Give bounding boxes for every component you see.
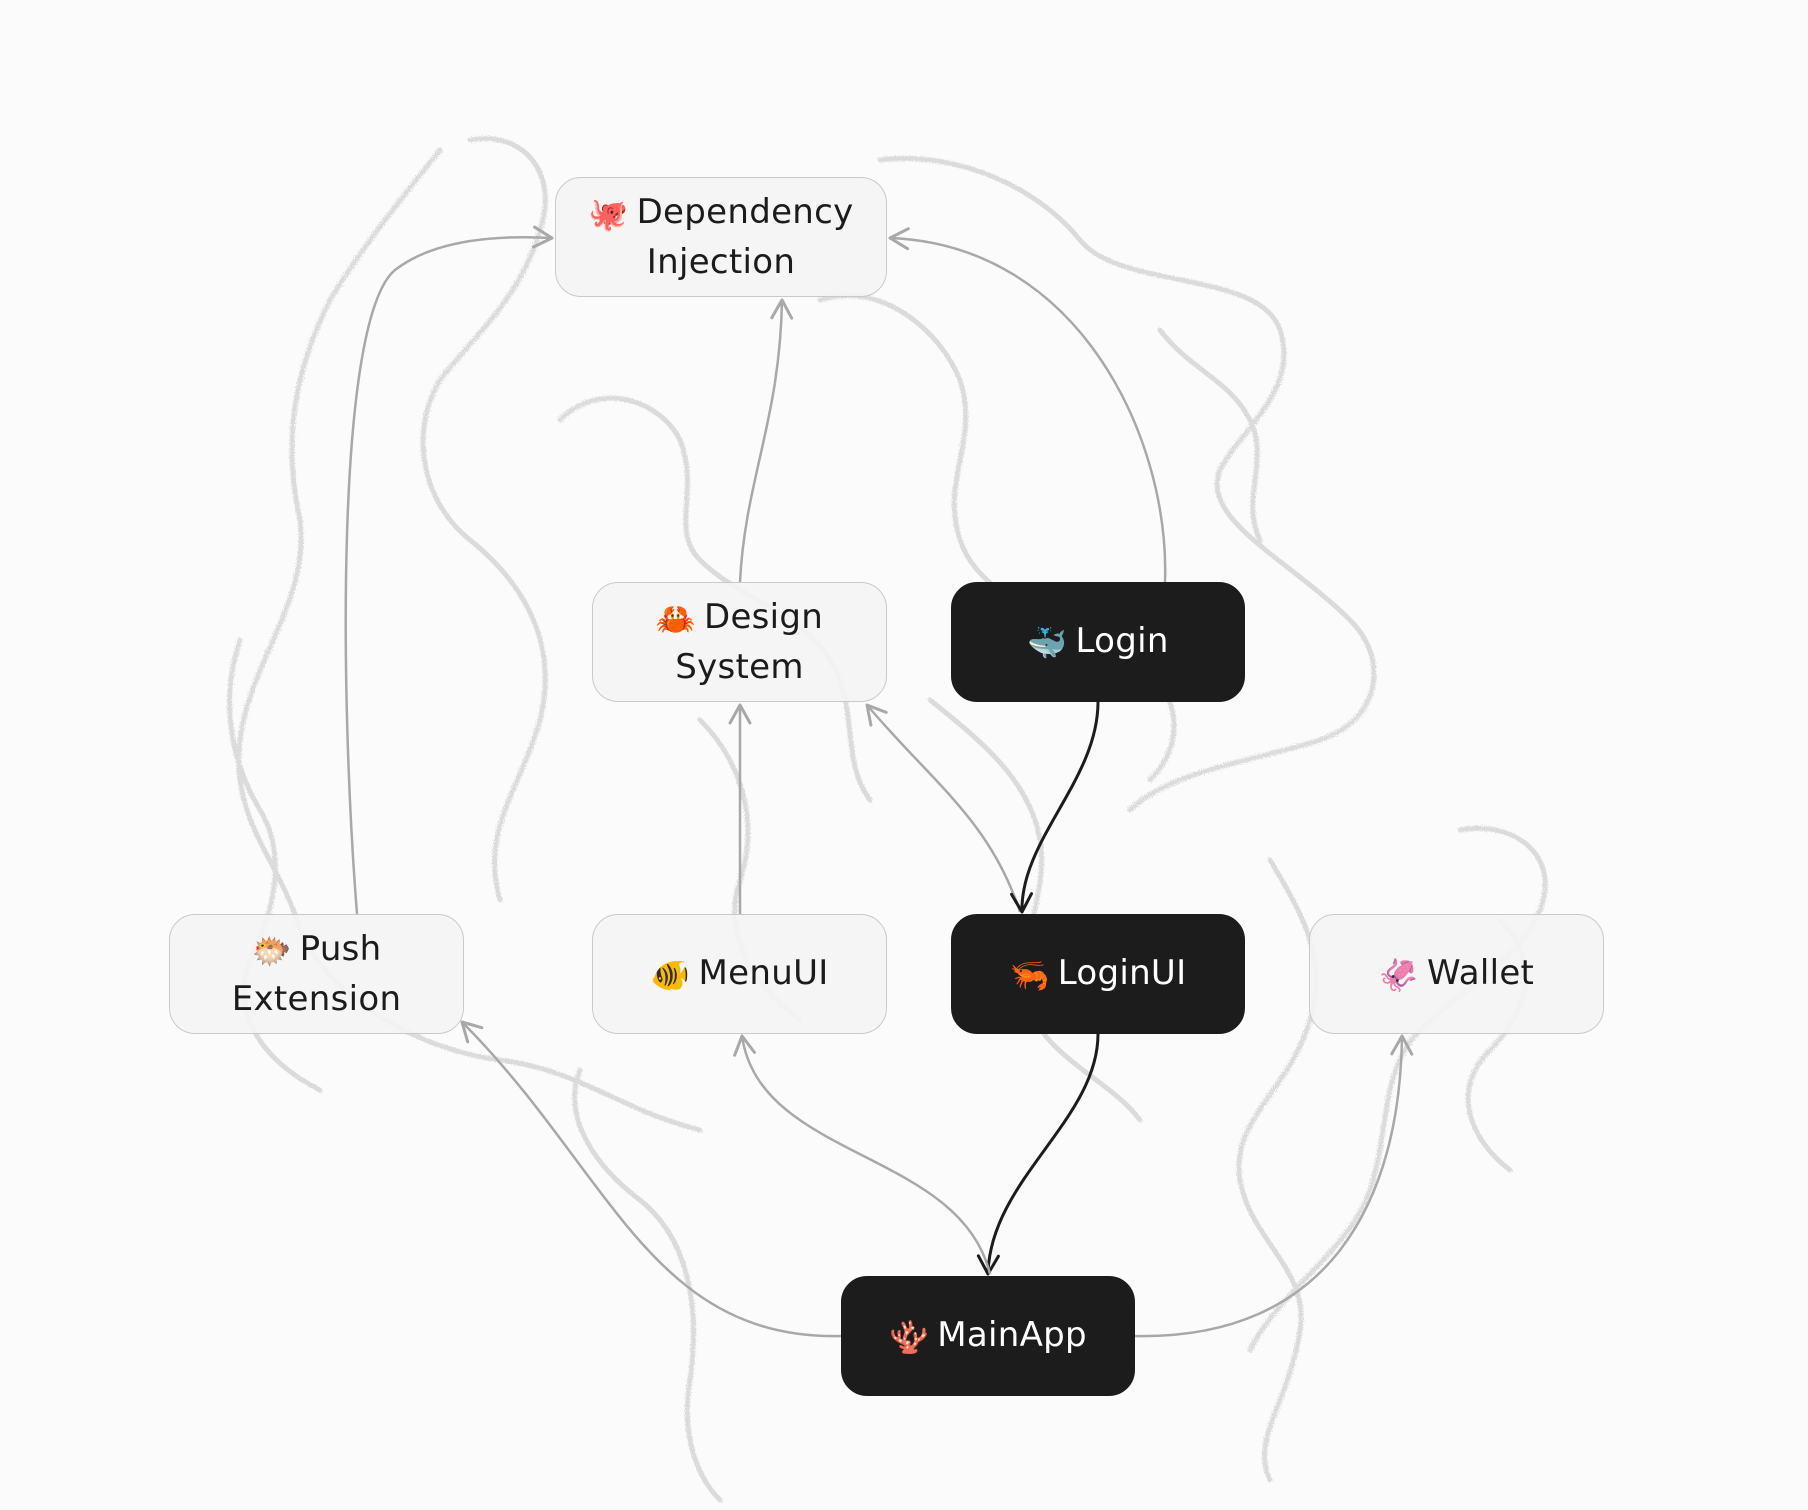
arrowhead	[460, 1020, 484, 1044]
edge-main-to-push	[461, 1021, 842, 1338]
node-label: MainApp	[937, 1315, 1087, 1355]
node-label: Push Extension	[231, 929, 402, 1019]
arrowhead	[888, 227, 910, 251]
node-label: Dependency Injection	[636, 192, 854, 282]
node-wallet[interactable]: 🦑Wallet	[1309, 914, 1604, 1034]
sketch-stroke	[420, 136, 548, 903]
tropical-fish-icon: 🐠	[650, 956, 691, 994]
sketch-stroke	[877, 156, 1377, 813]
node-login[interactable]: 🐳Login	[951, 582, 1245, 702]
node-label: Wallet	[1426, 953, 1535, 993]
arrowhead	[1010, 892, 1033, 914]
edge-main-to-menu	[740, 1035, 992, 1275]
crab-icon: 🦀	[655, 600, 696, 638]
node-menu-ui[interactable]: 🐠MenuUI	[592, 914, 887, 1034]
arrowhead	[976, 1254, 1000, 1276]
node-label: Design System	[675, 597, 824, 687]
sketch-stroke	[557, 395, 873, 803]
node-design-system[interactable]: 🦀Design System	[592, 582, 887, 702]
squid-icon: 🦑	[1378, 956, 1419, 994]
node-label: LoginUI	[1057, 953, 1187, 993]
arrowhead	[865, 703, 888, 727]
sketch-stroke	[1157, 327, 1263, 543]
edge-push-to-di	[344, 235, 553, 915]
edge-ds-to-di	[738, 299, 784, 583]
shrimp-icon: 🦐	[1009, 956, 1050, 994]
arrowhead	[531, 225, 554, 249]
octopus-icon: 🐙	[588, 195, 629, 233]
edge-login-to-loginui	[1020, 701, 1100, 913]
edge-login-to-di	[889, 236, 1167, 583]
node-login-ui[interactable]: 🦐LoginUI	[951, 914, 1245, 1034]
arrowhead	[733, 1034, 756, 1057]
whale-icon: 🐳	[1027, 624, 1068, 662]
sketch-stroke	[227, 637, 323, 1093]
arrowhead	[1390, 1034, 1414, 1056]
node-main-app[interactable]: 🪸MainApp	[841, 1276, 1135, 1396]
node-push-extension[interactable]: 🐡Push Extension	[169, 914, 464, 1034]
arrowhead	[728, 703, 752, 725]
edge-main-to-wallet	[1134, 1035, 1404, 1338]
node-label: Login	[1075, 621, 1169, 661]
sketch-stroke	[572, 1067, 723, 1503]
arrowhead	[770, 298, 794, 320]
edge-loginui-to-ds	[866, 704, 1022, 913]
sketch-stroke	[236, 147, 703, 1133]
edge-loginui-to-main	[986, 1033, 1100, 1275]
blowfish-icon: 🐡	[251, 932, 292, 970]
node-label: MenuUI	[698, 953, 829, 993]
node-dependency-injection[interactable]: 🐙Dependency Injection	[555, 177, 887, 297]
coral-icon: 🪸	[889, 1318, 930, 1356]
